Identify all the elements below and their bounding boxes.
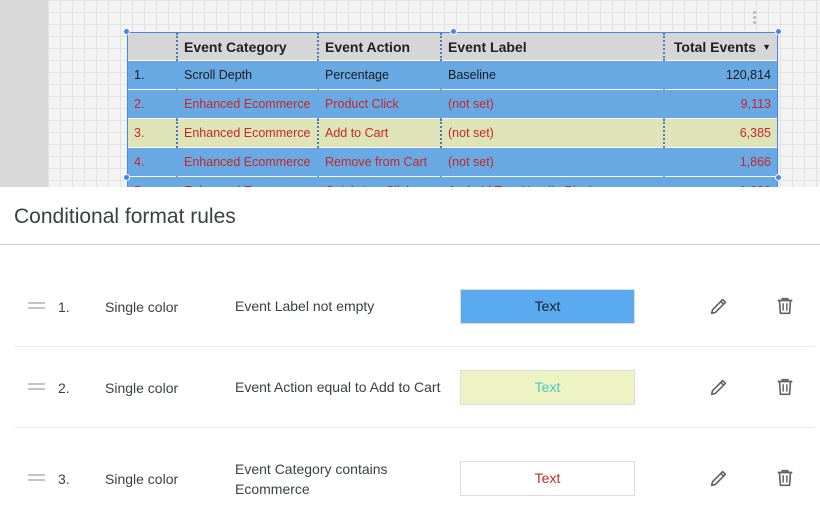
resize-handle-bottom-left[interactable] — [123, 174, 130, 181]
row-index: 1. — [128, 60, 177, 90]
resize-handle-top-center[interactable] — [450, 28, 457, 35]
header-index — [128, 33, 177, 61]
cell-event-category: Enhanced Ecommerce — [177, 176, 318, 187]
drag-handle-icon[interactable] — [28, 383, 45, 391]
rule-condition: Event Category contains Ecommerce — [235, 461, 388, 497]
cell-total-events: 120,814 — [664, 60, 777, 90]
rule-style-preview: Text — [460, 289, 635, 324]
rule-type: Single color — [105, 299, 179, 315]
rule-number: 3. — [58, 471, 70, 487]
pencil-icon[interactable] — [708, 376, 730, 398]
row-index: 5. — [128, 176, 177, 187]
cell-event-label: (not set) — [441, 147, 664, 177]
row-index: 2. — [128, 89, 177, 119]
rule-condition: Event Action equal to Add to Cart — [235, 379, 441, 395]
header-total-events[interactable]: Total Events ▼ — [663, 33, 777, 61]
canvas-left-rail — [0, 0, 48, 187]
row-index: 3. — [128, 118, 177, 148]
rule-number: 2. — [58, 380, 70, 396]
more-vert-icon[interactable] — [749, 9, 759, 27]
rule-divider — [14, 427, 814, 428]
pencil-icon[interactable] — [708, 467, 730, 489]
data-table[interactable]: Event Category Event Action Event Label … — [127, 32, 778, 187]
cell-total-events: 9,113 — [664, 89, 777, 119]
rule-type: Single color — [105, 380, 179, 396]
header-event-label[interactable]: Event Label — [440, 33, 664, 61]
panel-header: Conditional format rules — [0, 187, 820, 245]
report-canvas: Event Category Event Action Event Label … — [0, 0, 820, 187]
cell-event-label: (not set) — [440, 118, 664, 148]
cell-event-label: (not set) — [441, 89, 664, 119]
trash-icon[interactable] — [774, 295, 796, 317]
cell-total-events: 6,385 — [663, 118, 777, 148]
cell-event-category: Scroll Depth — [177, 60, 318, 90]
trash-icon[interactable] — [774, 467, 796, 489]
cell-event-action: Percentage — [318, 60, 441, 90]
rule-row-1[interactable]: 1. Single color Event Label not empty Te… — [14, 266, 814, 346]
cell-total-events: 1,330 — [664, 176, 777, 187]
cell-event-action: Add to Cart — [317, 118, 441, 148]
row-index: 4. — [128, 147, 177, 177]
resize-handle-bottom-right[interactable] — [775, 174, 782, 181]
trash-icon[interactable] — [774, 376, 796, 398]
rule-row-3[interactable]: 3. Single color Event Category contains … — [14, 438, 814, 518]
cell-event-action: Product Click — [318, 89, 441, 119]
pencil-icon[interactable] — [708, 295, 730, 317]
sort-desc-icon[interactable]: ▼ — [762, 41, 771, 52]
resize-handle-top-left[interactable] — [123, 28, 130, 35]
cell-event-label: Baseline — [441, 60, 664, 90]
rule-style-preview: Text — [460, 370, 635, 405]
cell-event-label: Android Tote Hoodie Black — [441, 176, 664, 187]
rule-type: Single color — [105, 471, 179, 487]
table-row[interactable]: 5.Enhanced EcommerceQuickview ClickAndro… — [128, 176, 777, 187]
header-total-events-label: Total Events — [673, 38, 757, 55]
table-header-row: Event Category Event Action Event Label … — [128, 33, 777, 61]
rule-condition: Event Label not empty — [235, 298, 375, 314]
cell-total-events: 1,866 — [664, 147, 777, 177]
header-event-action[interactable]: Event Action — [317, 33, 441, 61]
drag-handle-icon[interactable] — [28, 302, 45, 310]
cell-event-category: Enhanced Ecommerce — [177, 147, 318, 177]
resize-handle-top-right[interactable] — [775, 28, 782, 35]
cell-event-action: Remove from Cart — [318, 147, 441, 177]
rule-divider — [14, 346, 814, 347]
cell-event-category: Enhanced Ecommerce — [177, 89, 318, 119]
rule-number: 1. — [58, 299, 70, 315]
drag-handle-icon[interactable] — [28, 474, 45, 482]
header-event-category[interactable]: Event Category — [176, 33, 318, 61]
rule-style-preview: Text — [460, 461, 635, 496]
cell-event-category: Enhanced Ecommerce — [176, 118, 318, 148]
panel-title: Conditional format rules — [14, 205, 236, 228]
rule-row-2[interactable]: 2. Single color Event Action equal to Ad… — [14, 347, 814, 427]
cell-event-action: Quickview Click — [318, 176, 441, 187]
